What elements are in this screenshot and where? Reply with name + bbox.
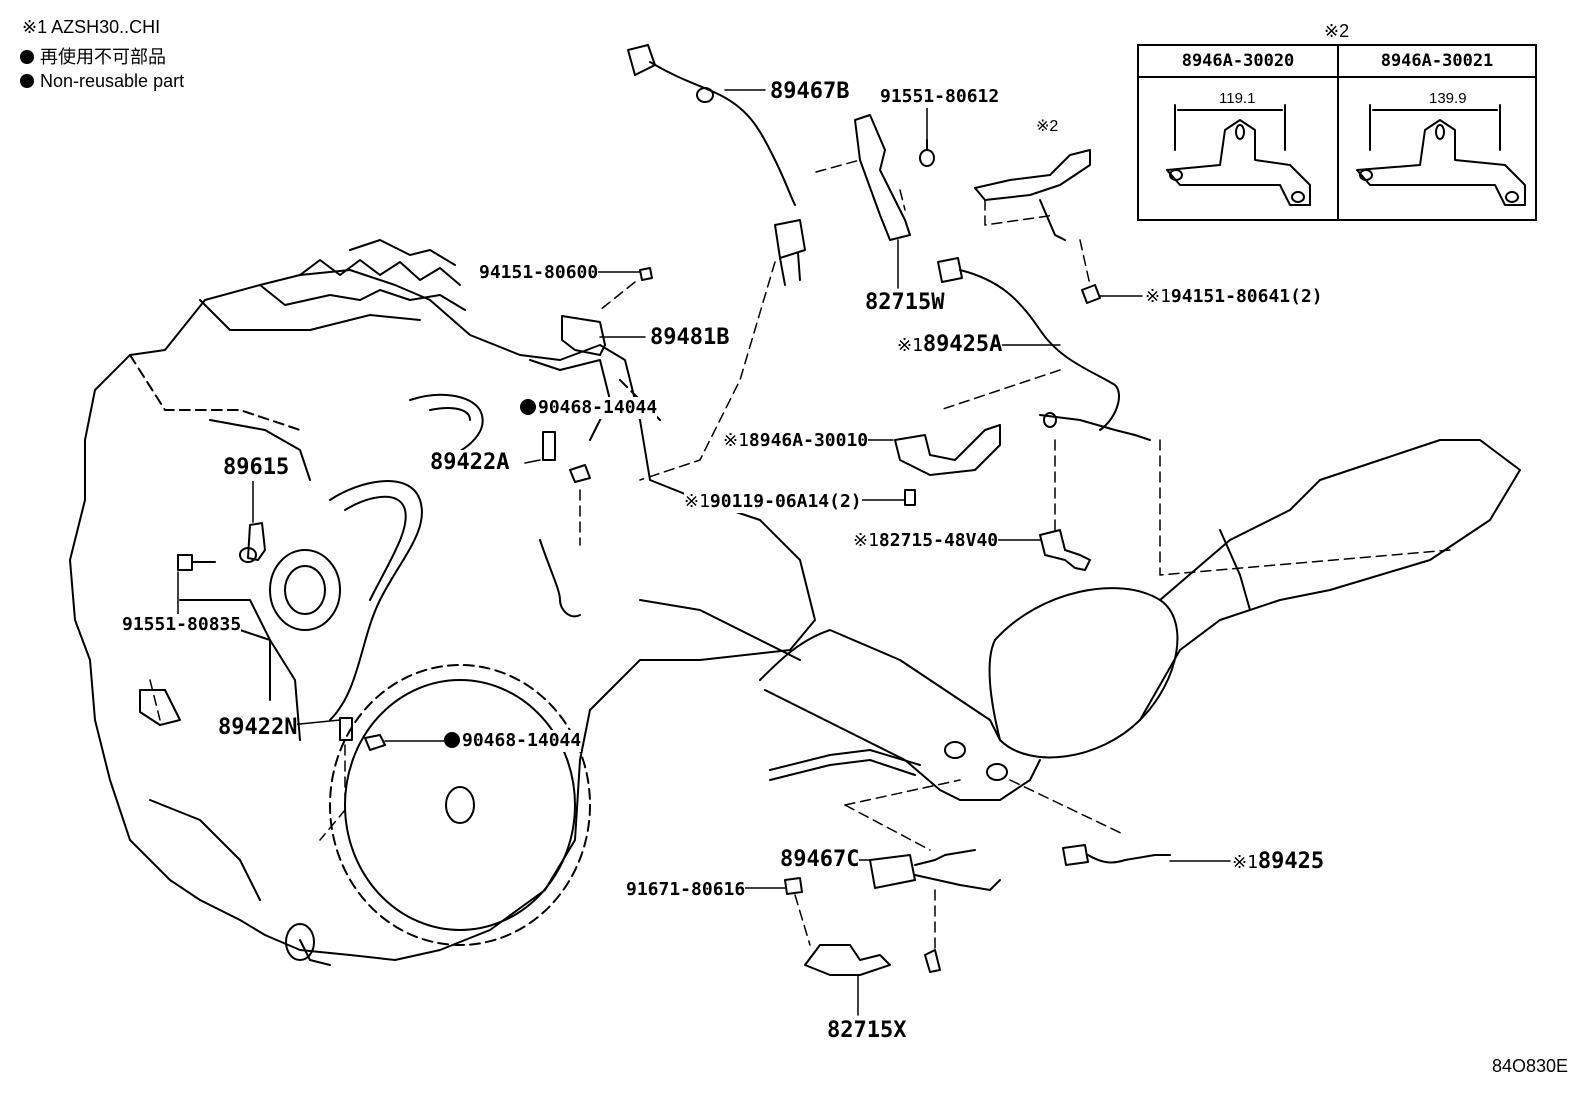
dimension-col2: 139.9 (1429, 90, 1467, 107)
non-reusable-label-en: Non-reusable part (40, 71, 185, 91)
bracket-drawings (1166, 104, 1526, 206)
part-label-82715W[interactable]: 82715W (865, 290, 945, 316)
part-label-94151-80600[interactable]: 94151-80600 (479, 262, 599, 284)
part-label-82715X[interactable]: 82715X (827, 1018, 907, 1044)
table-header-col1: 8946A-30020 (1181, 51, 1295, 71)
part-label-89467C[interactable]: 89467C (780, 847, 860, 873)
engine-assembly (69, 239, 816, 966)
part-label-94151-80641[interactable]: ※194151-80641(2) (1145, 286, 1323, 308)
reference-mark: ※1 (723, 430, 749, 451)
bullet-icon (20, 74, 34, 88)
part-label-91671-80616[interactable]: 91671-80616 (626, 879, 746, 901)
part-label-90468-14044-lower[interactable]: 90468-14044 (444, 730, 582, 752)
table-divider (1139, 76, 1535, 78)
part-number: 8946A-30010 (748, 430, 869, 451)
part-label-89467B[interactable]: 89467B (770, 79, 850, 105)
part-label-82715-48V40[interactable]: ※182715-48V40 (853, 530, 999, 552)
part-label-90119-06A14[interactable]: ※190119-06A14(2) (684, 491, 862, 513)
non-reusable-icon (520, 399, 536, 415)
part-label-89422N[interactable]: 89422N (218, 715, 298, 741)
bracket-reference-mark: ※2 (1036, 118, 1059, 135)
illustration-code: 84O830E (1491, 1056, 1568, 1076)
reference-mark: ※1 (684, 491, 710, 512)
part-label-90468-14044-upper[interactable]: 90468-14044 (520, 397, 658, 419)
part-label-8946A-30010[interactable]: ※18946A-30010 (723, 430, 869, 452)
leader-lines (149, 89, 1451, 1016)
part-label-89481B[interactable]: 89481B (650, 325, 730, 351)
non-reusable-note-en: Non-reusable part (20, 70, 184, 92)
non-reusable-note-jp: 再使用不可部品 (20, 46, 166, 68)
part-label-89422A[interactable]: 89422A (430, 450, 510, 476)
part-number: 94151-80641(2) (1170, 286, 1323, 307)
part-label-91551-80835[interactable]: 91551-80835 (122, 614, 242, 636)
table-reference-mark: ※2 (1324, 21, 1350, 41)
sensor-parts (177, 44, 1171, 976)
reference-mark: ※1 (853, 530, 879, 551)
part-label-89425[interactable]: ※189425 (1232, 849, 1325, 876)
part-number: 89425A (922, 332, 1003, 357)
reference-mark: ※1 (1145, 286, 1171, 307)
non-reusable-label-jp: 再使用不可部品 (40, 47, 166, 67)
table-divider (1337, 46, 1339, 219)
reference-mark: ※1 (1232, 852, 1258, 873)
part-number: 89425 (1257, 849, 1325, 874)
bracket-variants-table: 8946A-30020 8946A-30021 119.1 139.9 (1137, 44, 1537, 221)
part-label-89425A[interactable]: ※189425A (897, 332, 1003, 359)
bullet-icon (20, 50, 34, 64)
part-number: 90119-06A14(2) (709, 491, 862, 512)
exhaust-system (759, 439, 1521, 801)
reference-mark: ※1 (897, 335, 923, 356)
non-reusable-icon (444, 732, 460, 748)
part-label-89615[interactable]: 89615 (223, 455, 290, 481)
part-number: 90468-14044 (462, 730, 582, 751)
part-number: 90468-14044 (538, 397, 658, 418)
part-label-91551-80612[interactable]: 91551-80612 (880, 86, 1000, 108)
model-note: ※1 AZSH30..CHI (22, 17, 161, 37)
part-number: 82715-48V40 (878, 530, 999, 551)
table-header-col2: 8946A-30021 (1380, 51, 1494, 71)
dimension-col1: 119.1 (1219, 90, 1256, 107)
